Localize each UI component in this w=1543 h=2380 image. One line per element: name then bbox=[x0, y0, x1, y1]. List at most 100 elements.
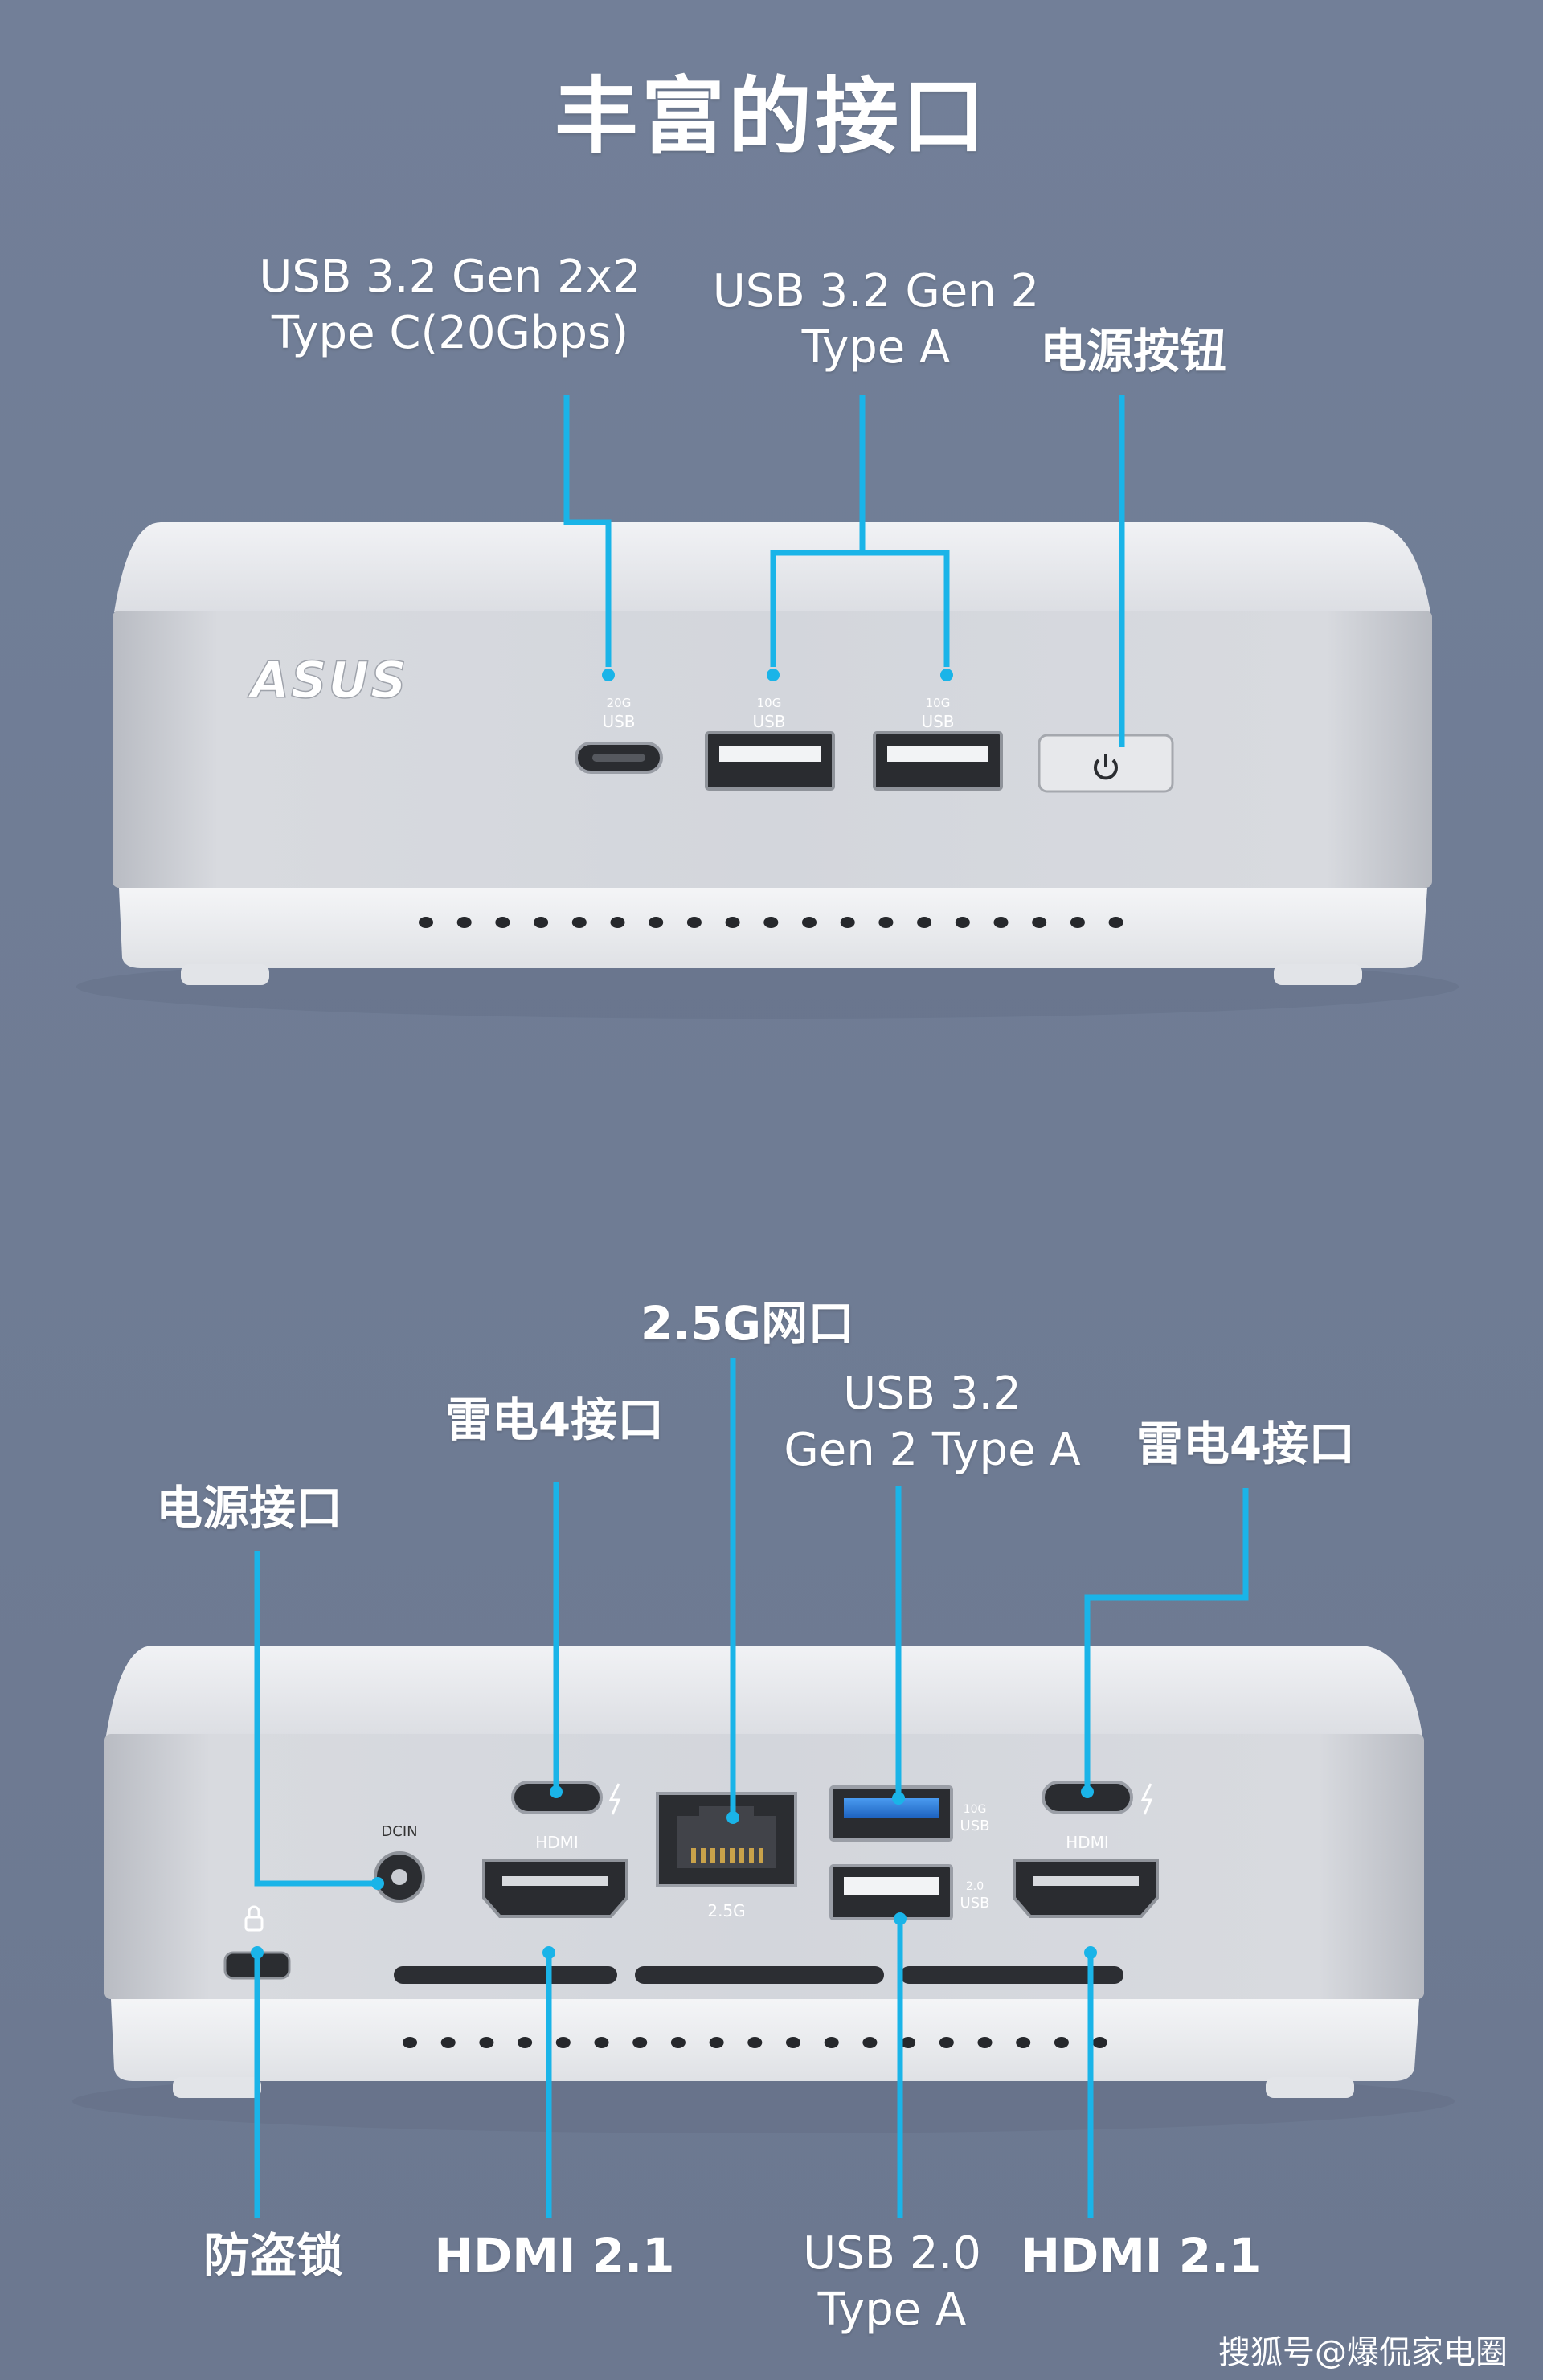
vent-hole bbox=[709, 2037, 724, 2048]
vent-hole bbox=[534, 917, 549, 928]
lan-pin bbox=[749, 1848, 754, 1863]
hdmi-port-right bbox=[1013, 1859, 1159, 1918]
dcin-mark: DCIN bbox=[381, 1823, 417, 1840]
vent-hole bbox=[955, 917, 970, 928]
usb-a-label-line2: Type A bbox=[801, 321, 951, 374]
asus-logo: ASUS bbox=[247, 651, 408, 710]
vent-hole bbox=[824, 2037, 839, 2048]
usb-a-callout-label: USB 3.2 Gen 2 Type A bbox=[691, 264, 1061, 376]
front-usba2-name-mark: USB bbox=[921, 712, 954, 731]
usb-c-label-line1: USB 3.2 Gen 2x2 bbox=[259, 251, 641, 303]
rear-foot-right bbox=[1266, 2077, 1354, 2098]
hdmi-port-left bbox=[482, 1859, 628, 1918]
rear-callout-lines bbox=[254, 1358, 1249, 2218]
vent-hole bbox=[686, 917, 702, 928]
usb-c-label-line2: Type C(20Gbps) bbox=[271, 307, 629, 359]
rear-vent-holes bbox=[403, 2037, 1107, 2048]
vent-hole bbox=[901, 2037, 916, 2048]
exhaust-slot-3 bbox=[900, 1966, 1123, 1984]
vent-hole bbox=[594, 2037, 609, 2048]
lan-mark: 2.5G bbox=[707, 1901, 745, 1920]
power-button-callout-label: 电源按钮 bbox=[1039, 324, 1226, 378]
front-usb-c-tongue bbox=[592, 754, 645, 762]
front-callout-dots bbox=[602, 669, 953, 681]
lan-pin bbox=[701, 1848, 706, 1863]
usb32-label-line1: USB 3.2 bbox=[843, 1368, 1021, 1420]
usb-bottom-speed-mark: 2.0 bbox=[966, 1880, 984, 1893]
dc-in-pin bbox=[391, 1869, 407, 1885]
vent-hole bbox=[862, 2037, 878, 2048]
usb-top-speed-mark: 10G bbox=[964, 1803, 987, 1816]
vent-hole bbox=[649, 917, 664, 928]
thunderbolt-left-icon bbox=[608, 1783, 621, 1815]
vent-hole bbox=[495, 917, 510, 928]
vent-hole bbox=[440, 2037, 456, 2048]
front-callout-lines bbox=[563, 395, 1125, 747]
hdmi-port-right-insert bbox=[1033, 1876, 1139, 1886]
vent-hole bbox=[917, 917, 932, 928]
usb20-callout-label: USB 2.0 Type A bbox=[780, 2226, 1005, 2338]
vent-hole bbox=[670, 2037, 686, 2048]
front-usba1-name-mark: USB bbox=[752, 712, 785, 731]
vent-hole bbox=[763, 917, 779, 928]
lock-icon bbox=[244, 1905, 264, 1932]
rear-foot-left bbox=[173, 2077, 261, 2098]
usb-a-label-line1: USB 3.2 Gen 2 bbox=[712, 265, 1040, 317]
vent-hole bbox=[571, 917, 587, 928]
vent-hole bbox=[610, 917, 625, 928]
exhaust-slot-2 bbox=[635, 1966, 884, 1984]
thunderbolt-left-label: 雷电4接口 bbox=[444, 1392, 665, 1447]
network-port-label: 2.5G网口 bbox=[640, 1296, 855, 1351]
lock-label: 防盗锁 bbox=[203, 2228, 343, 2283]
callout-line-thunderbolt-right bbox=[1084, 1488, 1249, 1792]
front-usbc-name-mark: USB bbox=[602, 712, 635, 731]
vent-hole bbox=[802, 917, 817, 928]
usb-bottom-name-mark: USB bbox=[960, 1895, 990, 1912]
callout-line-dc-in bbox=[254, 1551, 378, 1887]
power-icon bbox=[1094, 754, 1118, 780]
hdmi-right-mark: HDMI bbox=[1066, 1833, 1109, 1852]
vent-hole bbox=[419, 917, 433, 928]
lan-pin bbox=[759, 1848, 763, 1863]
front-unit: ASUS 20G USB 10G USB 10G USB bbox=[76, 522, 1459, 1019]
vent-hole bbox=[403, 2037, 417, 2048]
vent-hole bbox=[786, 2037, 800, 2048]
front-base bbox=[119, 888, 1427, 968]
watermark: 搜狐号@爆侃家电圈 bbox=[1218, 2334, 1508, 2371]
lan-port-pins bbox=[691, 1848, 763, 1863]
usb32-callout-label: USB 3.2 Gen 2 Type A bbox=[755, 1366, 1109, 1478]
vent-hole bbox=[1108, 917, 1123, 928]
front-usb-a-port-2-insert bbox=[887, 746, 988, 762]
vent-hole bbox=[878, 917, 894, 928]
lan-pin bbox=[739, 1848, 744, 1863]
front-usb-a-port-1-insert bbox=[719, 746, 821, 762]
vent-hole bbox=[1054, 2037, 1069, 2048]
vent-hole bbox=[555, 2037, 571, 2048]
vent-hole bbox=[1032, 917, 1047, 928]
thunderbolt-right-label: 雷电4接口 bbox=[1136, 1417, 1356, 1471]
rear-base bbox=[111, 1999, 1419, 2081]
callout-line-usb-a-branch bbox=[770, 550, 950, 667]
lan-pin bbox=[720, 1848, 725, 1863]
thunderbolt-right-icon bbox=[1140, 1783, 1153, 1815]
vent-hole bbox=[993, 917, 1009, 928]
usb20-label-line1: USB 2.0 bbox=[803, 2227, 981, 2280]
lan-pin bbox=[730, 1848, 735, 1863]
front-usba2-speed-mark: 10G bbox=[926, 696, 951, 710]
front-foot-left bbox=[181, 964, 269, 985]
usb-top-name-mark: USB bbox=[960, 1818, 990, 1834]
vent-hole bbox=[840, 917, 855, 928]
front-usba1-speed-mark: 10G bbox=[757, 696, 782, 710]
usb-c-callout-label: USB 3.2 Gen 2x2 Type C(20Gbps) bbox=[241, 249, 659, 362]
hdmi-left-mark: HDMI bbox=[535, 1833, 579, 1852]
front-usbc-speed-mark: 20G bbox=[607, 696, 632, 710]
vent-hole bbox=[725, 917, 740, 928]
hdmi-port-left-insert bbox=[502, 1876, 608, 1886]
vent-hole bbox=[1092, 2037, 1107, 2048]
callout-line-usb-c bbox=[563, 395, 612, 667]
vent-hole bbox=[456, 917, 472, 928]
vent-hole bbox=[939, 2037, 954, 2048]
lan-pin bbox=[691, 1848, 696, 1863]
vent-hole bbox=[479, 2037, 494, 2048]
